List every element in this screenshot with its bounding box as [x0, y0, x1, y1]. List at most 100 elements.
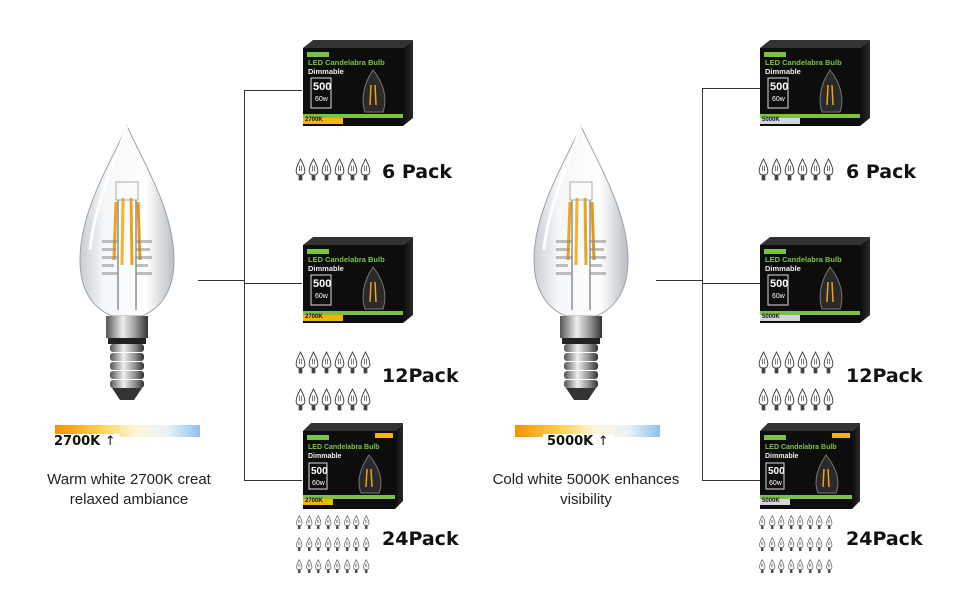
up-arrow-icon: ↑: [597, 434, 609, 449]
mini-bulb-icon: [362, 537, 372, 557]
mini-bulb-icon: [815, 537, 825, 557]
box-equiv: 60w: [315, 293, 328, 300]
mini-bulb-icon: [787, 537, 797, 557]
left-minis-24: [295, 515, 371, 579]
mini-bulb-icon: [796, 559, 806, 579]
mini-bulb-icon: [768, 537, 778, 557]
mini-bulb-icon: [362, 559, 372, 579]
left-pack-12: 12Pack: [382, 365, 459, 387]
mini-bulb-icon: [324, 559, 334, 579]
box-title: LED Candelabra Bulb Dimmable: [308, 255, 385, 273]
mini-bulb-icon: [295, 388, 308, 417]
mini-bulb-icon: [333, 559, 343, 579]
mini-bulb-icon: [295, 559, 305, 579]
mini-bulb-icon: [806, 559, 816, 579]
mini-bulb-icon: [806, 537, 816, 557]
right-temp-label-text: 5000K: [547, 434, 594, 449]
right-caption-line1: Cold white 5000K enhances: [492, 471, 680, 488]
box-title: LED Candelabra Bulb Dimmable: [765, 443, 837, 461]
mini-bulb-icon: [321, 388, 334, 417]
box-lumens: 500: [313, 278, 332, 290]
mini-bulb-icon: [314, 537, 324, 557]
left-connector-vertical: [244, 90, 245, 480]
left-minis-12: [295, 351, 373, 417]
mini-bulb-icon: [758, 559, 768, 579]
box-temp-strip: 5000K: [762, 498, 780, 504]
box-title: LED Candelabra Bulb Dimmable: [765, 58, 842, 76]
mini-bulb-icon: [321, 351, 334, 380]
mini-bulb-icon: [334, 158, 347, 187]
left-product-box-12: LED Candelabra Bulb Dimmable 500 60w 270…: [303, 237, 413, 325]
box-lumens: 500: [770, 278, 789, 290]
mini-bulb-icon: [758, 388, 771, 417]
mini-bulb-icon: [321, 158, 334, 187]
left-caption-line1: Warm white 2700K creat: [47, 471, 211, 488]
right-product-box-24: LED Candelabra Bulb Dimmable 500 60w 500…: [760, 423, 860, 511]
right-minis-12: [758, 351, 836, 417]
mini-bulb-icon: [815, 559, 825, 579]
box-title-line2: Dimmable: [765, 67, 801, 76]
box-lumens: 500: [768, 466, 785, 477]
box-title-line2: Dimmable: [308, 453, 342, 460]
box-temp-strip: 2700K: [305, 498, 323, 504]
right-caption-line2: visibility: [560, 491, 612, 508]
mini-bulb-icon: [825, 559, 835, 579]
mini-bulb-icon: [343, 537, 353, 557]
box-equiv: 60w: [772, 293, 785, 300]
mini-bulb-icon: [825, 537, 835, 557]
mini-bulb-icon: [815, 515, 825, 535]
mini-bulb-icon: [823, 388, 836, 417]
mini-bulb-icon: [295, 158, 308, 187]
box-title-line1: LED Candelabra Bulb: [308, 58, 385, 67]
mini-bulb-icon: [333, 515, 343, 535]
mini-bulb-icon: [308, 158, 321, 187]
mini-bulb-icon: [777, 559, 787, 579]
mini-bulb-icon: [810, 158, 823, 187]
mini-bulb-icon: [352, 537, 362, 557]
left-connector-top: [244, 90, 302, 91]
box-title-line1: LED Candelabra Bulb: [765, 444, 837, 451]
box-title: LED Candelabra Bulb Dimmable: [765, 255, 842, 273]
mini-bulb-icon: [771, 158, 784, 187]
left-product-box-24: LED Candelabra Bulb Dimmable 500 60w 270…: [303, 423, 403, 511]
right-connector-stem: [656, 280, 702, 281]
box-title-line1: LED Candelabra Bulb: [765, 58, 842, 67]
box-lumens: 500: [311, 466, 328, 477]
mini-bulb-icon: [784, 158, 797, 187]
left-connector-stem: [198, 280, 244, 281]
box-equiv: 60w: [772, 96, 785, 103]
box-title-line2: Dimmable: [308, 67, 344, 76]
box-equiv: 60w: [315, 96, 328, 103]
right-product-box-6: LED Candelabra Bulb Dimmable 500 60w 500…: [760, 40, 870, 128]
box-title-line2: Dimmable: [765, 453, 799, 460]
mini-bulb-icon: [352, 515, 362, 535]
mini-bulb-icon: [347, 158, 360, 187]
right-pack-6: 6 Pack: [846, 161, 916, 183]
mini-bulb-icon: [305, 515, 315, 535]
box-lumens: 500: [770, 81, 789, 93]
left-temp-label-text: 2700K: [54, 434, 101, 449]
box-temp-strip: 2700K: [305, 314, 323, 320]
mini-bulb-icon: [797, 388, 810, 417]
mini-bulb-icon: [787, 515, 797, 535]
mini-bulb-icon: [797, 351, 810, 380]
mini-bulb-icon: [758, 537, 768, 557]
right-connector-vertical: [702, 88, 703, 480]
right-connector-top: [702, 88, 760, 89]
box-temp-strip: 5000K: [762, 117, 780, 123]
box-title-line1: LED Candelabra Bulb: [308, 444, 380, 451]
mini-bulb-icon: [768, 515, 778, 535]
mini-bulb-icon: [806, 515, 816, 535]
mini-bulb-icon: [343, 559, 353, 579]
left-pack-6: 6 Pack: [382, 161, 452, 183]
mini-bulb-icon: [347, 351, 360, 380]
box-temp-strip: 5000K: [762, 314, 780, 320]
right-minis-6: [758, 158, 836, 187]
mini-bulb-icon: [347, 388, 360, 417]
mini-bulb-icon: [784, 351, 797, 380]
mini-bulb-icon: [360, 388, 373, 417]
mini-bulb-icon: [295, 351, 308, 380]
left-connector-mid: [244, 283, 302, 284]
mini-bulb-icon: [796, 515, 806, 535]
box-temp-strip: 2700K: [305, 117, 323, 123]
